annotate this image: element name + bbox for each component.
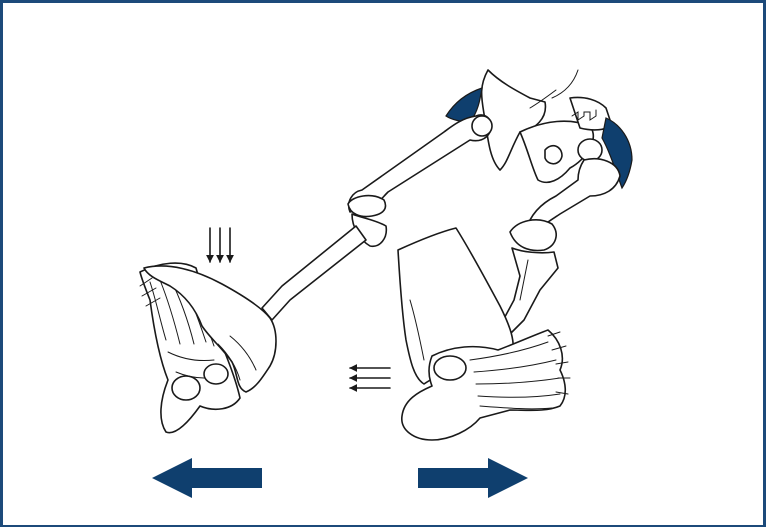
downward-force-arrows-icon <box>210 228 230 262</box>
tibia-left-icon <box>262 226 366 320</box>
right-arrow-icon <box>418 458 528 498</box>
left-arrow-icon <box>152 458 262 498</box>
leftward-force-arrows-icon <box>350 368 390 388</box>
